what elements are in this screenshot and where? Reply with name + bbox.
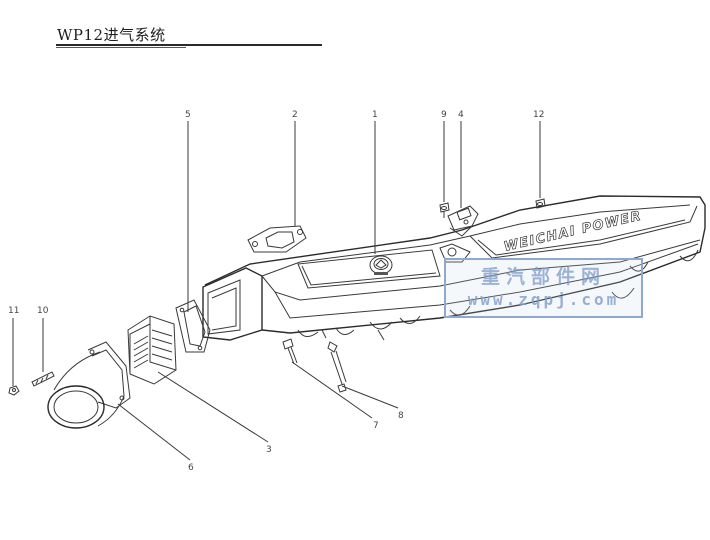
gasket-part-5: [175, 299, 211, 353]
sensor-part-4: [447, 205, 479, 237]
intake-manifold: [202, 195, 706, 341]
bolt-part-7: [282, 338, 298, 365]
callout-11: 11: [8, 306, 19, 316]
title-underline: [56, 44, 322, 46]
heater-part-3: [127, 315, 177, 385]
callout-5: 5: [185, 110, 191, 120]
gasket-part-2: [247, 225, 307, 253]
title-underline-secondary: [56, 47, 186, 48]
watermark: 重汽部件网 www.zqpj.com: [444, 258, 643, 318]
leader-lines: [12, 121, 541, 461]
callout-10: 10: [37, 306, 49, 316]
page-title: WP12进气系统: [57, 26, 166, 44]
callout-4: 4: [458, 110, 464, 120]
callout-7: 7: [373, 421, 379, 431]
callout-1: 1: [372, 110, 378, 120]
bolt-part-9: [439, 202, 450, 218]
bolt-part-8: [327, 341, 347, 393]
callout-8: 8: [398, 411, 404, 421]
callout-12: 12: [533, 110, 544, 120]
nut-part-11: [8, 385, 20, 396]
watermark-url: www.zqpj.com: [467, 290, 620, 309]
watermark-site-name: 重汽部件网: [480, 266, 606, 288]
callout-2: 2: [292, 110, 298, 120]
callout-6: 6: [188, 463, 194, 473]
callout-9: 9: [441, 110, 447, 120]
callout-3: 3: [266, 445, 272, 455]
bolt-part-12: [535, 198, 546, 209]
stud-part-10: [31, 371, 55, 387]
callout-labels: 1 2 3 4 5 6 7 8 9 10 11 12: [8, 110, 544, 473]
elbow-pipe-part-6: [47, 341, 131, 429]
